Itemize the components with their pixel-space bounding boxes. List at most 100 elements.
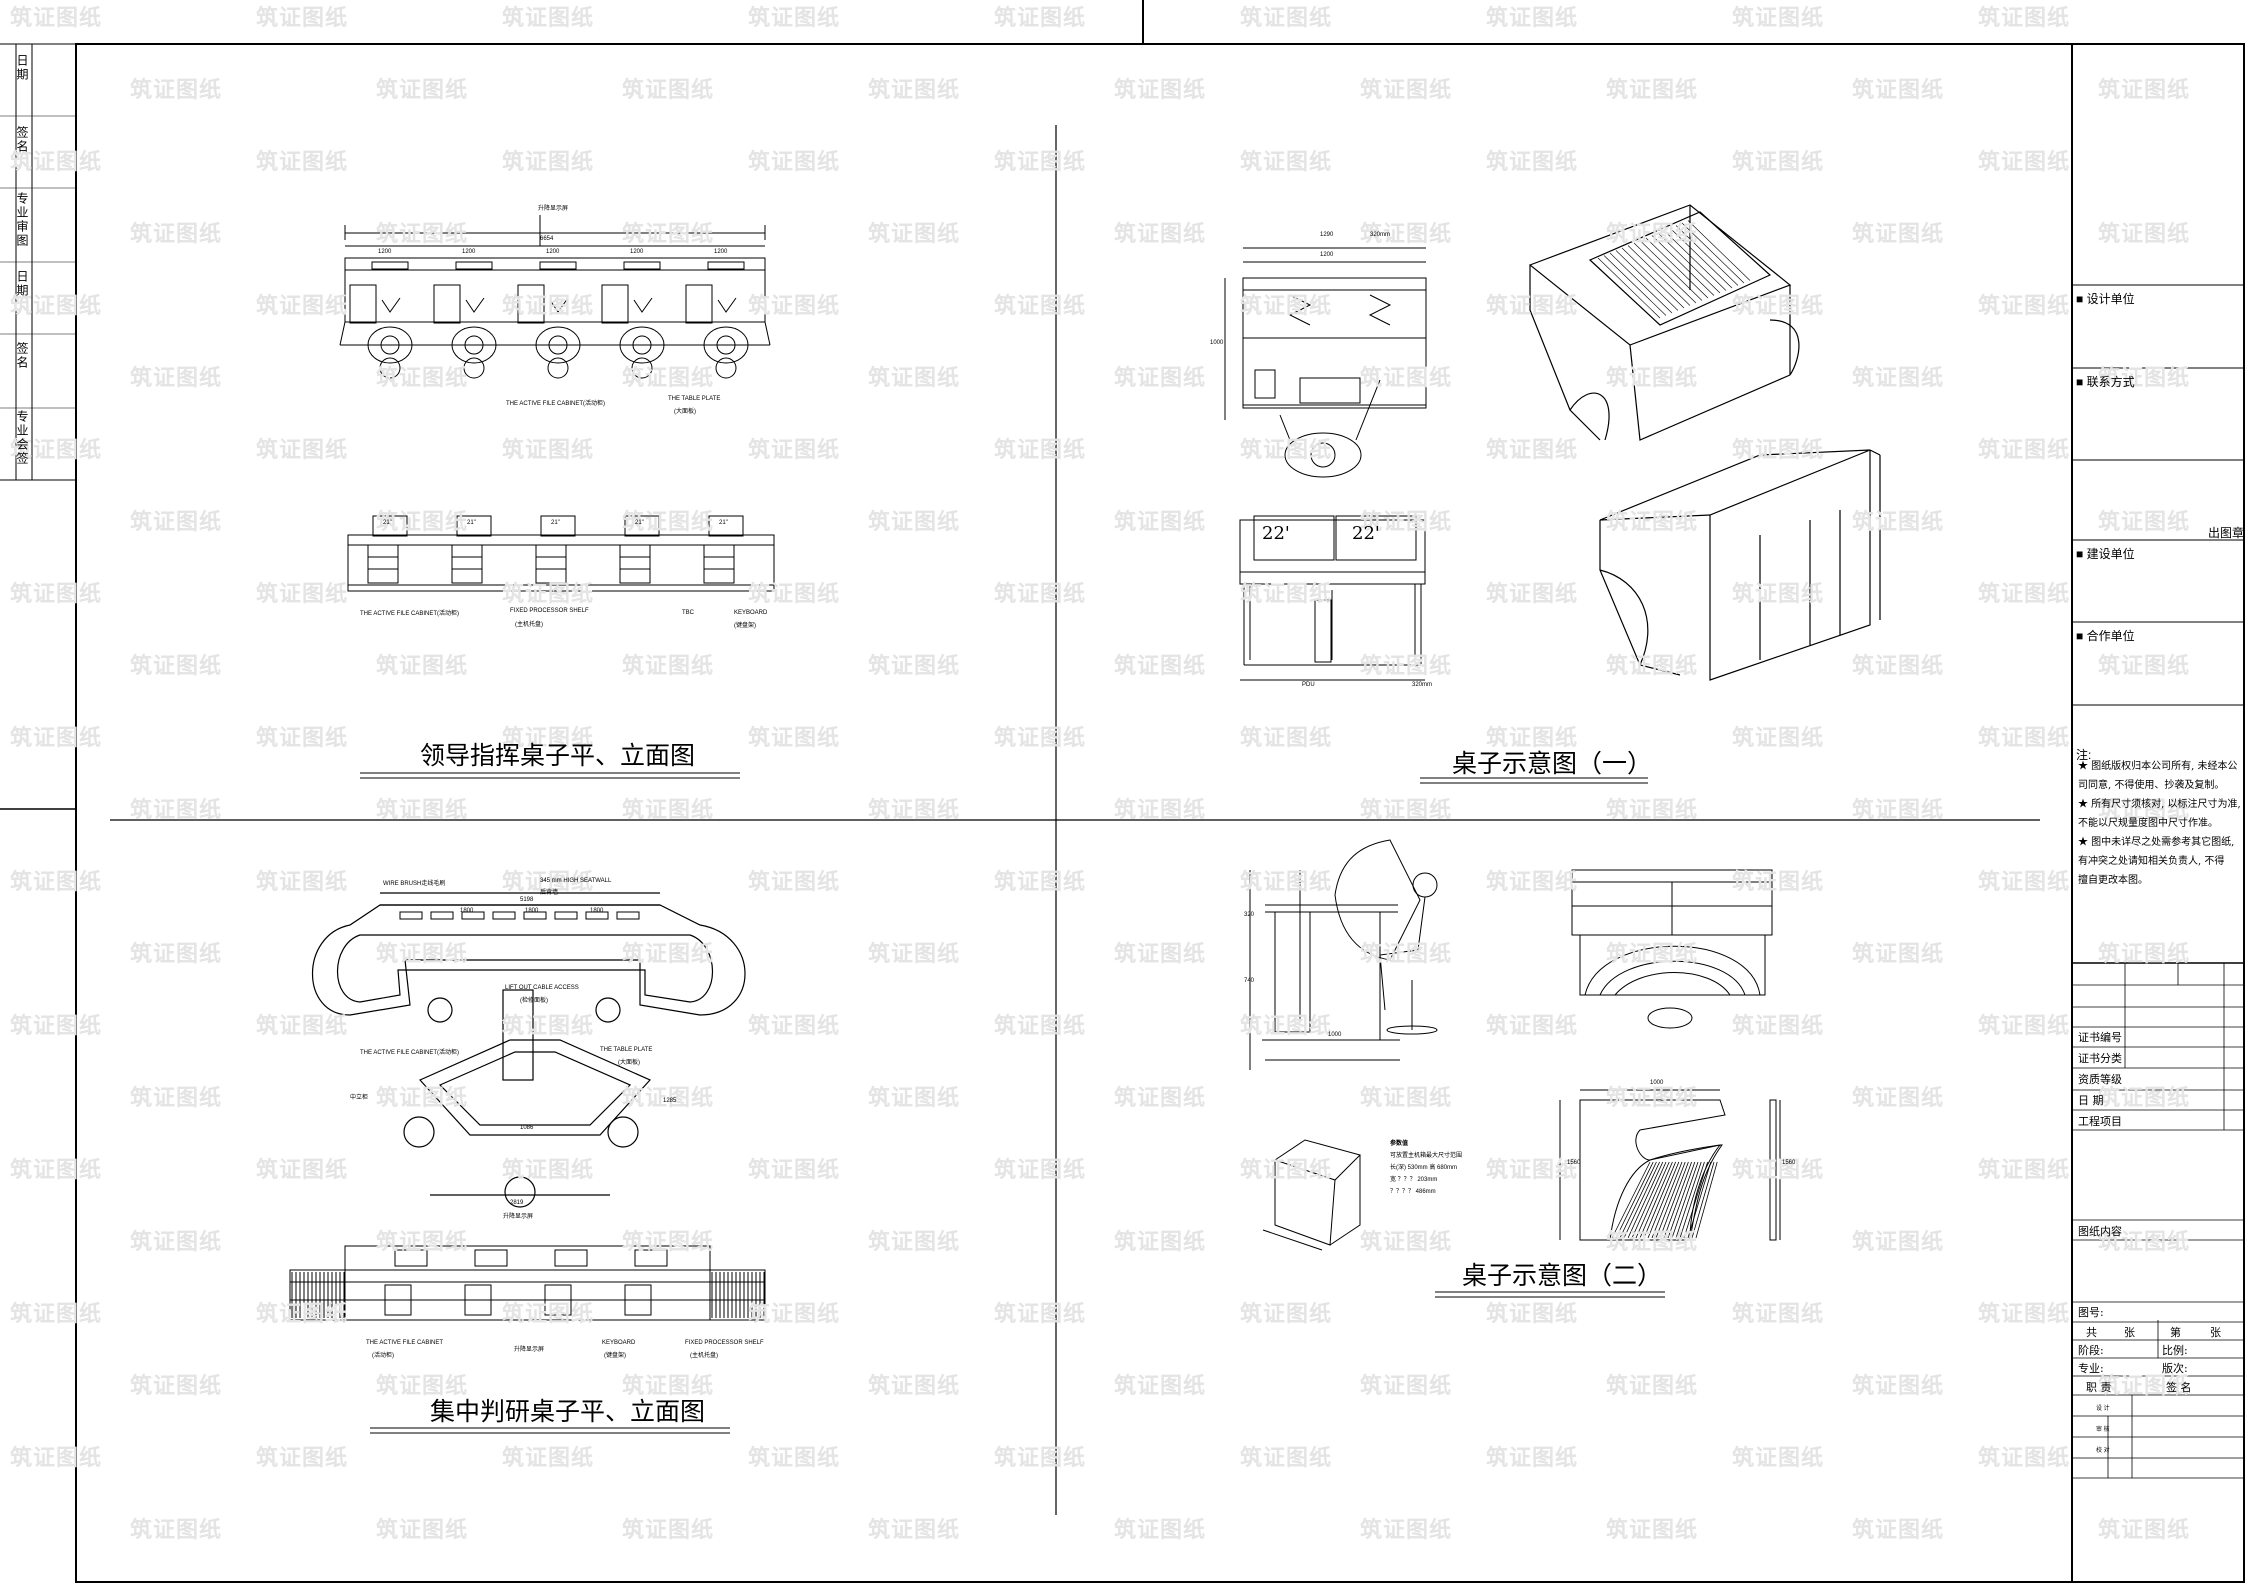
- watermark-text: 筑证图纸: [1978, 294, 2071, 319]
- sheet-label: 张: [2124, 1326, 2135, 1339]
- watermark-text: 筑证图纸: [868, 942, 961, 967]
- watermark-text: 筑证图纸: [622, 1230, 715, 1255]
- q4-spec-1: 可放置主机箱最大尺寸范围: [1390, 1153, 1463, 1159]
- q3-mid: 中立柜: [350, 1095, 369, 1101]
- q3-total: 5198: [520, 897, 534, 903]
- watermark-text: 筑证图纸: [1240, 1446, 1333, 1471]
- hatch-line: [1675, 225, 1739, 286]
- index-label: 第: [2170, 1326, 2181, 1339]
- watermark-text: 筑证图纸: [1978, 582, 2071, 607]
- watermark-text: 筑证图纸: [1240, 294, 1333, 319]
- watermark-text: 筑证图纸: [130, 798, 223, 823]
- q1-screen-size: 21": [383, 520, 392, 526]
- q4-top: [1571, 869, 1773, 1029]
- watermark-text: 筑证图纸: [868, 798, 961, 823]
- watermark-text: 筑证图纸: [622, 1086, 715, 1111]
- q1-head: [632, 335, 652, 355]
- watermark-text: 筑证图纸: [1240, 1014, 1333, 1039]
- watermark-text: 筑证图纸: [2098, 222, 2191, 247]
- q1-drawer-unit: [535, 544, 567, 584]
- note-line: 有冲突之处请知相关负责人, 不得: [2078, 856, 2225, 867]
- q3-keyboard: [585, 911, 609, 920]
- notes-block: ★ 图纸版权归本公司所有, 未经本公 司同意, 不得使用、抄袭及复制。★ 所有尺…: [2078, 757, 2241, 890]
- note-line: 擅自更改本图。: [2078, 875, 2148, 886]
- watermark-text: 筑证图纸: [256, 1446, 349, 1471]
- q1-processor-cn: (主机托盘): [515, 622, 543, 628]
- watermark-text: 筑证图纸: [256, 582, 349, 607]
- q1-tbc: TBC: [682, 610, 694, 616]
- q3-lift: 升降显示屏: [503, 1214, 534, 1220]
- watermark-text: 筑证图纸: [1360, 1230, 1453, 1255]
- watermark-text: 筑证图纸: [10, 150, 103, 175]
- q1-base: [547, 357, 569, 379]
- q1-monitor: [456, 515, 492, 537]
- watermark-text: 筑证图纸: [256, 1302, 349, 1327]
- hatch-line: [1627, 245, 1691, 306]
- stage-label: 阶段:: [2078, 1344, 2104, 1357]
- q1-total: 6654: [540, 236, 554, 242]
- q1-base: [631, 357, 653, 379]
- watermark-text: 筑证图纸: [502, 294, 595, 319]
- watermark-text: 筑证图纸: [1732, 1014, 1825, 1039]
- watermark-text: 筑证图纸: [130, 942, 223, 967]
- watermark-text: 筑证图纸: [1486, 294, 1579, 319]
- watermark-text: 筑证图纸: [1606, 222, 1699, 247]
- strip-date-2: 日期: [15, 270, 29, 298]
- drawing-no-label: 图号:: [2078, 1306, 2104, 1319]
- q4-spec-2: 长(深) 530mm 高 680mm: [1390, 1165, 1458, 1171]
- watermark-text: 筑证图纸: [130, 78, 223, 103]
- q3-plan: [311, 892, 746, 1208]
- watermark-text: 筑证图纸: [622, 78, 715, 103]
- q1-monitor: [624, 515, 660, 537]
- hatch-line: [1679, 1161, 1705, 1239]
- watermark-text: 筑证图纸: [622, 1518, 715, 1543]
- watermark-text: 筑证图纸: [1852, 222, 1945, 247]
- hatch-line: [1609, 252, 1673, 314]
- watermark-text: 筑证图纸: [1240, 870, 1333, 895]
- hatch-line: [1603, 255, 1667, 316]
- watermark-text: 筑证图纸: [748, 6, 841, 31]
- q3-cabinet: [384, 1284, 412, 1316]
- hatch-line: [1631, 1161, 1667, 1239]
- watermark-text: 筑证图纸: [994, 582, 1087, 607]
- hatch-line: [1647, 1161, 1680, 1239]
- q3-plate: THE TABLE PLATE: [600, 1047, 653, 1053]
- q1-tray: [455, 261, 493, 270]
- watermark-text: 筑证图纸: [1114, 510, 1207, 535]
- watermark-text: 筑证图纸: [376, 366, 469, 391]
- watermark-text: 筑证图纸: [1732, 726, 1825, 751]
- watermark-text: 筑证图纸: [2098, 366, 2191, 391]
- note-line: ★ 图纸版权归本公司所有, 未经本公: [2078, 761, 2238, 772]
- hatch-line: [1633, 242, 1697, 304]
- watermark-text: 筑证图纸: [1360, 510, 1453, 535]
- watermark-text: 筑证图纸: [2098, 942, 2191, 967]
- q3-e-kb-cn: (键盘架): [604, 1353, 626, 1359]
- title-q4: 桌子示意图（二）: [1462, 1261, 1663, 1290]
- watermark-text: 筑证图纸: [10, 6, 103, 31]
- watermark-text: 筑证图纸: [10, 870, 103, 895]
- q2-w1: 1290: [1320, 232, 1334, 238]
- watermark-text: 筑证图纸: [502, 1446, 595, 1471]
- q2-pdu: PDU: [1302, 682, 1315, 688]
- q1-processor: FIXED PROCESSOR SHELF: [510, 608, 589, 614]
- watermark-text: 筑证图纸: [1486, 1158, 1579, 1183]
- watermark-text: 筑证图纸: [622, 942, 715, 967]
- hatch-line: [1615, 1161, 1654, 1239]
- watermark-text: 筑证图纸: [1240, 726, 1333, 751]
- q2-screen-1: 22': [1262, 523, 1290, 544]
- hatch-line: [1687, 1161, 1712, 1239]
- q2-iso-2: [1599, 449, 1881, 681]
- watermark-text: 筑证图纸: [1114, 366, 1207, 391]
- q3-e-proc-cn: (主机托盘): [690, 1353, 718, 1359]
- watermark-text: 筑证图纸: [376, 1086, 469, 1111]
- q1-plate: THE TABLE PLATE: [668, 396, 721, 402]
- q1-monitor: [372, 515, 408, 537]
- watermark-text: 筑证图纸: [376, 654, 469, 679]
- watermark-text: 筑证图纸: [748, 1158, 841, 1183]
- hatch-line: [1611, 1161, 1651, 1239]
- watermark-text: 筑证图纸: [1486, 6, 1579, 31]
- watermark-text: 筑证图纸: [1606, 942, 1699, 967]
- strip-sign-1: 签名: [15, 126, 29, 154]
- role-design: 设 计: [2096, 1406, 2110, 1412]
